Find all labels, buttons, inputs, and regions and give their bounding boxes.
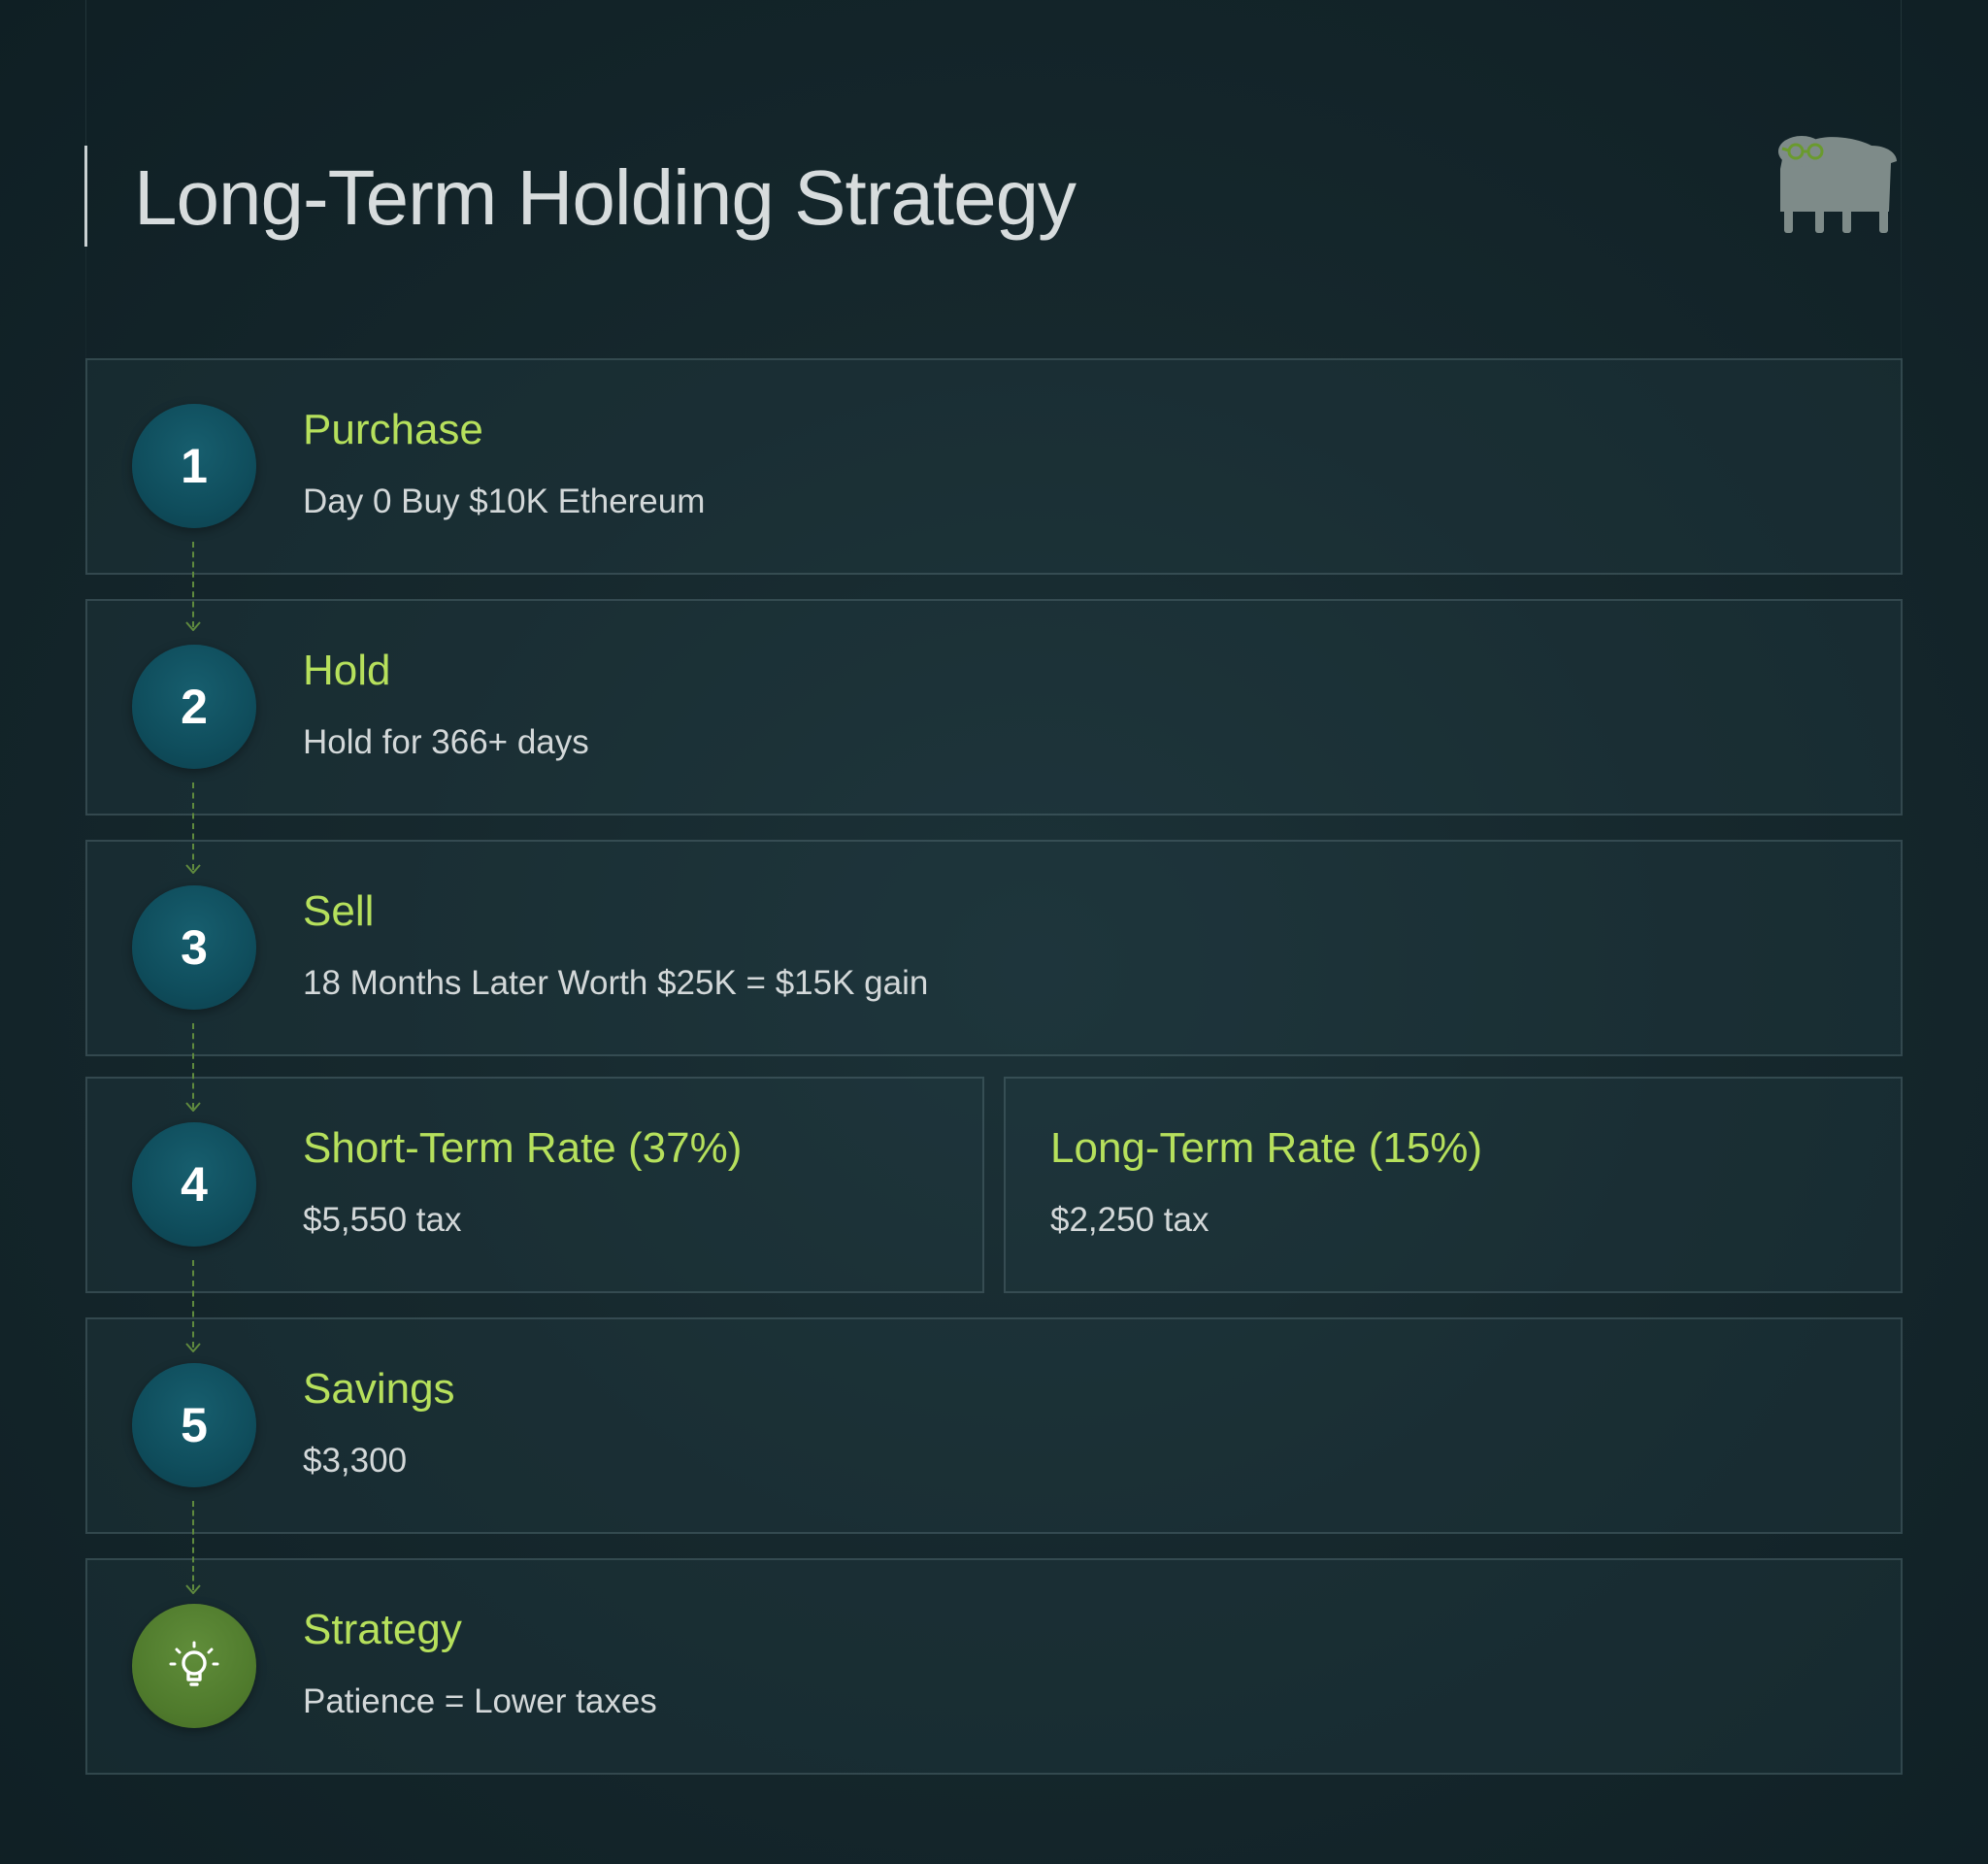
- step-card-hold: [85, 599, 1903, 816]
- step-number-badge: 3: [132, 885, 256, 1010]
- step-description-hold: Hold for 366+ days: [303, 723, 589, 761]
- step-title-short-term-rate: Short-Term Rate (37%): [303, 1124, 743, 1172]
- arrow-down-icon: [185, 1584, 201, 1594]
- step-description-purchase: Day 0 Buy $10K Ethereum: [303, 483, 706, 520]
- sheep-with-glasses-icon: [1778, 136, 1897, 233]
- step-card-sell: [85, 840, 1903, 1056]
- step-description-long-term-rate: $2,250 tax: [1050, 1201, 1209, 1239]
- step-title-sell: Sell: [303, 887, 375, 935]
- step-card-savings: [85, 1317, 1903, 1534]
- step-title-purchase: Purchase: [303, 406, 483, 453]
- connector-line: [192, 542, 194, 627]
- step-title-long-term-rate: Long-Term Rate (15%): [1050, 1124, 1483, 1172]
- title-accent-bar: [84, 146, 87, 247]
- step-number-badge: 4: [132, 1122, 256, 1247]
- arrow-down-icon: [185, 621, 201, 631]
- step-number-badge: 1: [132, 404, 256, 528]
- arrow-down-icon: [185, 864, 201, 874]
- strategy-badge: [132, 1604, 256, 1728]
- step-title-hold: Hold: [303, 647, 391, 694]
- step-card-long-term-rate: [1004, 1077, 1903, 1293]
- arrow-down-icon: [185, 1343, 201, 1352]
- lightbulb-icon: [169, 1641, 219, 1686]
- connector-line: [192, 782, 194, 870]
- frame-line-right: [1901, 0, 1902, 361]
- step-title-strategy: Strategy: [303, 1606, 462, 1653]
- step-description-strategy: Patience = Lower taxes: [303, 1682, 657, 1720]
- connector-line: [192, 1260, 194, 1348]
- step-description-sell: 18 Months Later Worth $25K = $15K gain: [303, 964, 929, 1002]
- step-card-purchase: [85, 358, 1903, 575]
- step-card-strategy: [85, 1558, 1903, 1775]
- arrow-down-icon: [185, 1102, 201, 1112]
- connector-line: [192, 1501, 194, 1590]
- step-number-badge: 2: [132, 645, 256, 769]
- step-number-badge: 5: [132, 1363, 256, 1487]
- page-title: Long-Term Holding Strategy: [134, 154, 1077, 241]
- step-title-savings: Savings: [303, 1365, 455, 1413]
- step-description-short-term-rate: $5,550 tax: [303, 1201, 462, 1239]
- connector-line: [192, 1023, 194, 1109]
- step-description-savings: $3,300: [303, 1442, 408, 1480]
